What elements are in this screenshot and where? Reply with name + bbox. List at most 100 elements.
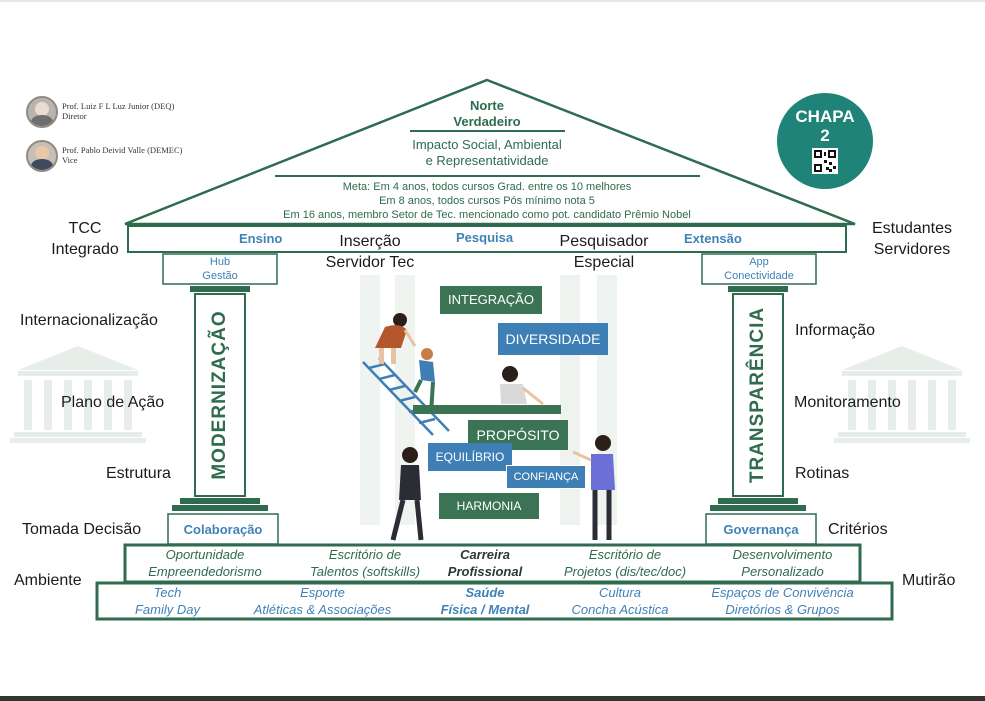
step2-item-3: Saúde Física / Mental <box>430 584 540 618</box>
capital-right: App Conectividade <box>702 255 816 283</box>
step1-item-1-line-1: Oportunidade <box>165 547 245 562</box>
impact-line-2: e Representatividade <box>425 153 549 168</box>
right-mutirao: Mutirão <box>902 572 956 589</box>
platform <box>413 405 561 414</box>
goal-line-2: Em 8 anos, todos cursos Pós mínimo nota … <box>379 195 595 207</box>
tag-confianca: CONFIANÇA <box>506 465 586 489</box>
column-right-label: TRANSPARÊNCIA <box>747 306 768 484</box>
step1-item-1: Oportunidade Empreendedorismo <box>135 546 275 580</box>
step2-item-3-line-2: Física / Mental <box>440 602 530 617</box>
step2-item-4-line-1: Cultura <box>599 585 641 600</box>
pesquisador-line-2: Especial <box>573 254 635 271</box>
step1-item-2-line-2: Talentos (softskills) <box>309 564 421 579</box>
qr-code-icon <box>812 148 838 174</box>
step1-item-2: Escritório de Talentos (softskills) <box>285 546 445 580</box>
step1-item-3: Carreira Profissional <box>430 546 540 580</box>
left-tcc: TCC Integrado <box>40 218 130 260</box>
left-ambiente: Ambiente <box>14 572 82 589</box>
author-1: Prof. Luiz F L Luz Junior (DEQ) Diretor <box>26 96 206 128</box>
step1-item-2-line-1: Escritório de <box>328 547 402 562</box>
beam-extensao: Extensão <box>684 231 742 246</box>
pesquisador-line-1: Pesquisador <box>559 233 649 250</box>
beam-insercao: Inserção Servidor Tec <box>310 231 430 273</box>
chapa-number: 2 <box>820 126 830 145</box>
step1-item-5-line-1: Desenvolvimento <box>732 547 833 562</box>
person-helper <box>375 313 417 364</box>
ladder-icon <box>362 357 450 436</box>
left-plano-acao: Plano de Ação <box>61 394 165 411</box>
left-estrutura: Estrutura <box>106 465 171 482</box>
step2-item-2-line-1: Esporte <box>300 585 345 600</box>
goal-line-1: Meta: Em 4 anos, todos cursos Grad. entr… <box>342 181 632 193</box>
tag-equilibrio: EQUILÍBRIO <box>428 443 512 471</box>
left-internacionalizacao: Internacionalização <box>20 312 158 329</box>
capital-left-line-1: Hub <box>209 256 231 268</box>
right-rotinas: Rotinas <box>795 465 850 482</box>
right-criterios: Critérios <box>828 521 888 538</box>
author-2-name: Prof. Pablo Deivid Valle (DEMEC) <box>62 145 183 155</box>
beam-pesquisador: Pesquisador Especial <box>545 231 663 273</box>
roof-peak: Norte Verdadeiro <box>437 98 537 130</box>
tcc-line-1: TCC <box>68 220 102 237</box>
beam-ensino: Ensino <box>239 231 283 246</box>
capital-left: Hub Gestão <box>163 255 277 283</box>
left-tomada-decisao: Tomada Decisão <box>22 521 142 538</box>
step2-item-4: Cultura Concha Acústica <box>555 584 685 618</box>
step2-item-3-line-1: Saúde <box>465 585 505 600</box>
right-informacao: Informação <box>795 322 876 339</box>
insercao-line-2: Servidor Tec <box>325 254 415 271</box>
tag-harmonia: HARMONIA <box>439 493 539 519</box>
insercao-line-1: Inserção <box>339 233 401 250</box>
estudantes-line-2: Servidores <box>873 241 951 258</box>
people-illustration <box>362 313 615 541</box>
capital-right-line-2: Conectividade <box>724 270 794 282</box>
person-climbing <box>413 348 435 415</box>
step1-item-4-line-1: Escritório de <box>588 547 662 562</box>
author-1-photo <box>26 96 58 128</box>
step2-item-5-line-1: Espaços de Convivência <box>711 585 854 600</box>
top-border <box>0 0 985 2</box>
faint-temple-right <box>834 346 970 443</box>
right-estudantes: Estudantes Servidores <box>862 218 962 260</box>
author-1-name: Prof. Luiz F L Luz Junior (DEQ) <box>62 101 175 111</box>
chapa-badge: CHAPA 2 <box>777 93 873 189</box>
person-standing-right <box>572 435 615 540</box>
step2-item-5: Espaços de Convivência Diretórios & Grup… <box>700 584 865 618</box>
impact-line-1: Impacto Social, Ambiental <box>412 137 562 152</box>
chapa-label: CHAPA <box>795 107 855 126</box>
step1-item-4-line-2: Projetos (dis/tec/doc) <box>563 564 687 579</box>
person-standing-left <box>390 447 424 541</box>
step2-item-2-line-2: Atléticas & Associações <box>253 602 392 617</box>
roof-impact: Impacto Social, Ambiental e Representati… <box>357 137 617 169</box>
step2-item-5-line-2: Diretórios & Grupos <box>725 602 840 617</box>
step1-item-5-line-2: Personalizado <box>741 564 824 579</box>
tag-diversidade: DIVERSIDADE <box>498 323 608 355</box>
beam-pesquisa: Pesquisa <box>456 230 514 245</box>
step1-item-5: Desenvolvimento Personalizado <box>710 546 855 580</box>
step2-item-1-line-2: Family Day <box>134 602 200 617</box>
tcc-line-2: Integrado <box>51 241 119 258</box>
author-1-role: Diretor <box>62 111 87 121</box>
capital-left-line-2: Gestão <box>202 270 238 282</box>
faint-temple-left <box>10 346 146 443</box>
author-2-role: Vice <box>62 155 78 165</box>
step1-item-3-line-2: Profissional <box>447 564 523 579</box>
base-left: Colaboração <box>183 522 263 537</box>
person-sitting <box>500 366 544 406</box>
base-right: Governança <box>723 522 799 537</box>
peak-line-1: Norte <box>470 98 504 113</box>
roof-goals: Meta: Em 4 anos, todos cursos Grad. entr… <box>237 180 737 222</box>
author-2: Prof. Pablo Deivid Valle (DEMEC) Vice <box>26 140 206 172</box>
right-monitoramento: Monitoramento <box>794 394 901 411</box>
step2-item-1-line-1: Tech <box>153 585 182 600</box>
step2-item-2: Esporte Atléticas & Associações <box>240 584 405 618</box>
peak-line-2: Verdadeiro <box>453 114 521 129</box>
step2-item-4-line-2: Concha Acústica <box>571 602 669 617</box>
column-left-label: MODERNIZAÇÃO <box>209 310 230 480</box>
estudantes-line-1: Estudantes <box>871 220 953 237</box>
step1-item-4: Escritório de Projetos (dis/tec/doc) <box>545 546 705 580</box>
goal-line-3: Em 16 anos, membro Setor de Tec. mencion… <box>283 209 691 221</box>
step1-item-1-line-2: Empreendedorismo <box>148 564 262 579</box>
tag-integracao: INTEGRAÇÃO <box>440 286 542 314</box>
step2-item-1: Tech Family Day <box>115 584 220 618</box>
